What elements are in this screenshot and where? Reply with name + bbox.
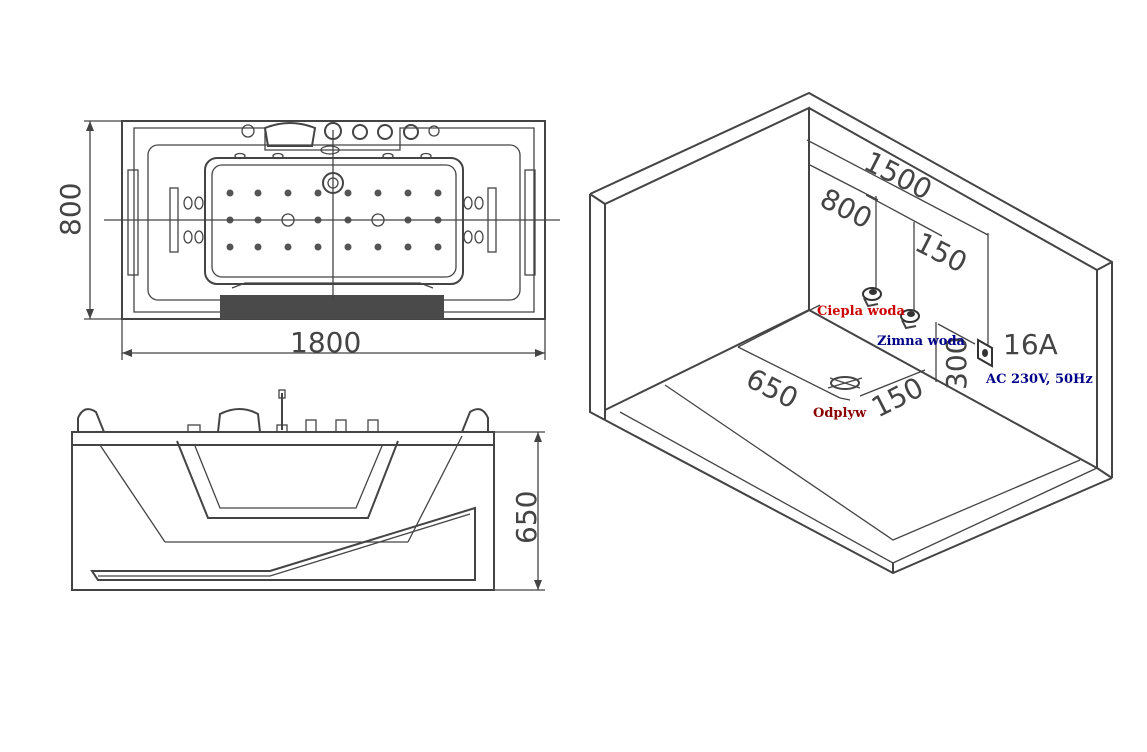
drain-offset-label: 150 <box>866 371 929 425</box>
socket-height-label: 300 <box>940 337 973 390</box>
side-window-inner <box>194 445 383 509</box>
height-label: 650 <box>510 491 543 544</box>
floor-drain <box>827 376 863 390</box>
width-dimension: 1800 <box>121 319 546 360</box>
depth-dimension: 800 <box>54 120 122 320</box>
side-body <box>71 445 495 591</box>
left-side-jets <box>183 196 204 244</box>
left-handle <box>127 169 139 276</box>
left-grab-handle <box>77 408 105 433</box>
hot-water-tap <box>862 287 882 308</box>
power-label: AC 230V, 50Hz <box>985 372 1093 387</box>
tub-front-panel <box>220 295 444 319</box>
side-window-outer <box>176 440 399 519</box>
drain-wall-label: 650 <box>741 362 804 416</box>
side-view: 650 <box>71 389 545 591</box>
top-view: 800 1800 <box>54 120 560 360</box>
side-seat <box>90 506 476 581</box>
cold-water-label: Zimna woda <box>877 334 966 349</box>
drain-label: Odplyw <box>813 406 867 421</box>
power-socket <box>977 338 993 368</box>
right-grab-handle <box>461 408 489 433</box>
right-handle <box>524 169 536 276</box>
width-label: 1800 <box>290 326 361 359</box>
hot-water-label: Ciepla woda <box>817 304 905 319</box>
height-dimension: 650 <box>494 431 545 591</box>
room-view: 1500 800 150 300 16A 650 150 Ciepla woda… <box>589 91 1113 575</box>
hot-height-label: 800 <box>815 182 878 236</box>
cold-water-tap <box>900 309 920 330</box>
side-pillow <box>217 408 261 433</box>
wall-dimension-1500 <box>806 139 989 236</box>
tub-basin-floor <box>204 157 464 285</box>
socket-rating-label: 16A <box>1003 328 1058 361</box>
tub-basin-floor-inner <box>211 164 457 278</box>
spacing-label: 150 <box>910 226 973 280</box>
depth-label: 800 <box>54 183 87 236</box>
right-side-jets <box>463 196 484 244</box>
side-rim <box>71 431 495 446</box>
air-jets <box>226 189 442 251</box>
